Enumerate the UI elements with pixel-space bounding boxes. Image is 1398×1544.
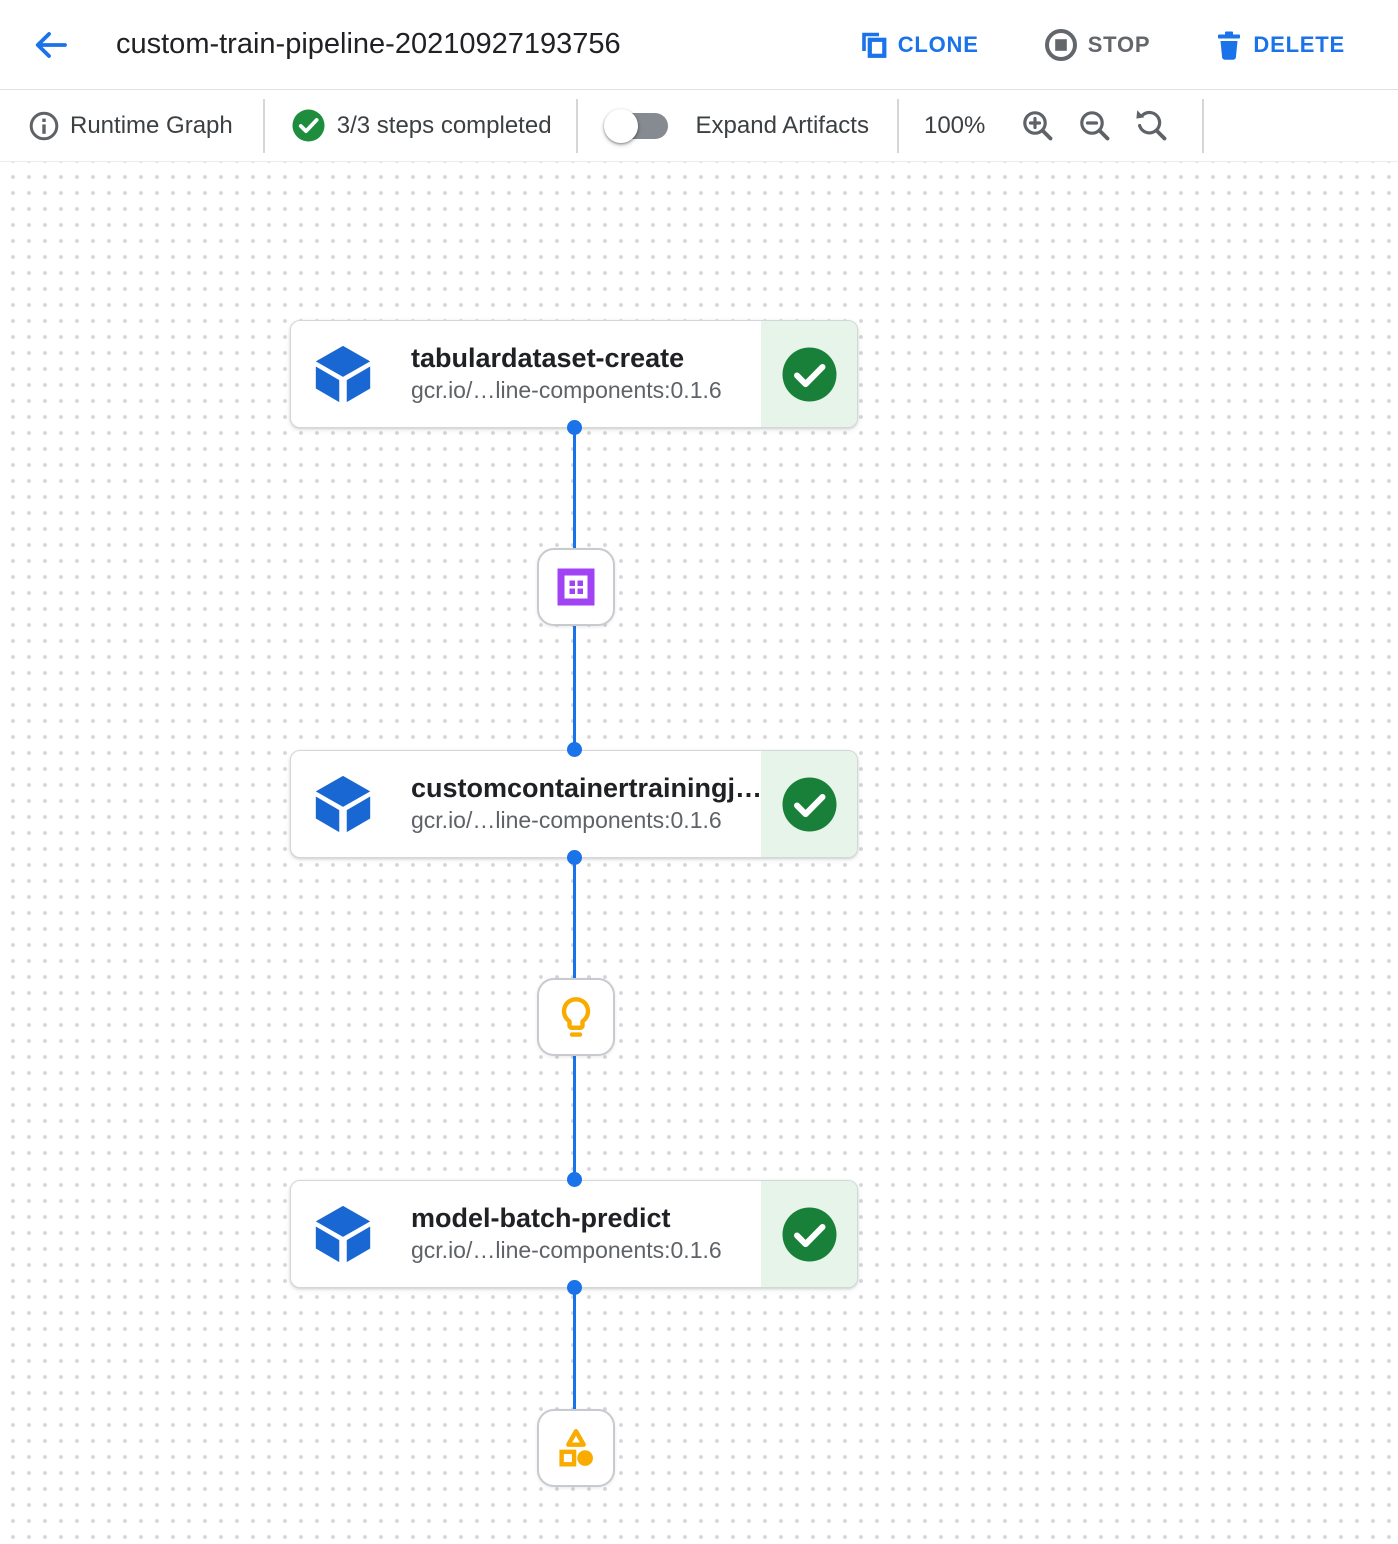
pipeline-step-node[interactable]: model-batch-predict gcr.io/…line-compone…: [290, 1180, 858, 1288]
step-status: [761, 751, 857, 857]
input-port: [567, 742, 582, 757]
edge: [573, 1288, 576, 1412]
component-cube-icon: [315, 775, 371, 833]
steps-completed-label: 3/3 steps completed: [336, 111, 552, 139]
zoom-out-button[interactable]: [1076, 107, 1114, 145]
output-port: [567, 1280, 582, 1295]
step-image: gcr.io/…line-components:0.1.6: [411, 806, 722, 833]
artifact-node-generic[interactable]: [537, 1409, 615, 1487]
pipeline-step-node[interactable]: tabulardataset-create gcr.io/…line-compo…: [290, 320, 858, 428]
success-check-icon: [782, 777, 837, 831]
info-icon: [29, 111, 59, 140]
zoom-reset-button[interactable]: [1133, 107, 1171, 145]
step-status: [761, 1181, 857, 1287]
pipeline-step-node[interactable]: customcontainertrainingj… gcr.io/…line-c…: [290, 750, 858, 858]
back-button[interactable]: [30, 25, 70, 65]
header: custom-train-pipeline-20210927193756 CLO…: [0, 0, 1398, 90]
step-text: tabulardataset-create gcr.io/…line-compo…: [411, 342, 722, 406]
divider: [1202, 98, 1205, 153]
page-title: custom-train-pipeline-20210927193756: [116, 28, 621, 60]
step-image: gcr.io/…line-components:0.1.6: [411, 1236, 722, 1263]
stop-button[interactable]: STOP: [1043, 27, 1151, 63]
component-cube-icon: [315, 345, 371, 403]
stop-icon: [1044, 28, 1077, 61]
output-port: [567, 850, 582, 865]
zoom-out-icon: [1080, 110, 1110, 140]
input-port: [567, 1172, 582, 1187]
dataset-icon: [557, 568, 595, 606]
zoom-level: 100%: [923, 111, 986, 139]
delete-trash-icon: [1218, 31, 1241, 60]
step-title: model-batch-predict: [411, 1203, 671, 1234]
step-status: [761, 321, 857, 427]
zoom-in-icon: [1023, 110, 1053, 140]
model-icon: [561, 997, 591, 1037]
steps-success-check-icon: [292, 109, 325, 142]
step-text: model-batch-predict gcr.io/…line-compone…: [411, 1202, 722, 1266]
generic-artifact-icon: [559, 1429, 593, 1467]
divider: [262, 98, 265, 153]
artifact-node-model[interactable]: [537, 978, 615, 1056]
toggle-knob: [603, 108, 638, 143]
success-check-icon: [782, 347, 836, 401]
view-label: Runtime Graph: [70, 111, 233, 139]
stop-label: STOP: [1087, 31, 1151, 57]
graph-toolbar: Runtime Graph 3/3 steps completed Expand…: [0, 90, 1398, 162]
expand-artifacts-toggle[interactable]: [603, 108, 670, 144]
zoom-in-button[interactable]: [1019, 107, 1057, 145]
delete-label: DELETE: [1253, 31, 1345, 57]
step-text: customcontainertrainingj… gcr.io/…line-c…: [411, 772, 763, 836]
zoom-reset-icon: [1136, 109, 1167, 140]
expand-artifacts-label: Expand Artifacts: [695, 111, 869, 139]
clone-icon: [861, 32, 887, 58]
step-image: gcr.io/…line-components:0.1.6: [411, 376, 722, 403]
clone-button[interactable]: CLONE: [859, 30, 979, 60]
divider: [896, 98, 899, 153]
graph-canvas[interactable]: tabulardataset-create gcr.io/…line-compo…: [0, 162, 1398, 1544]
back-arrow-icon: [35, 31, 67, 58]
divider: [575, 98, 578, 153]
output-port: [567, 420, 582, 435]
clone-label: CLONE: [897, 31, 979, 57]
delete-button[interactable]: DELETE: [1214, 29, 1345, 61]
header-actions: CLONE STOP DELETE: [859, 27, 1345, 63]
component-cube-icon: [315, 1205, 371, 1263]
step-title: customcontainertrainingj…: [411, 773, 763, 804]
success-check-icon: [782, 1207, 836, 1261]
artifact-node-dataset[interactable]: [537, 548, 615, 626]
step-title: tabulardataset-create: [411, 343, 685, 374]
